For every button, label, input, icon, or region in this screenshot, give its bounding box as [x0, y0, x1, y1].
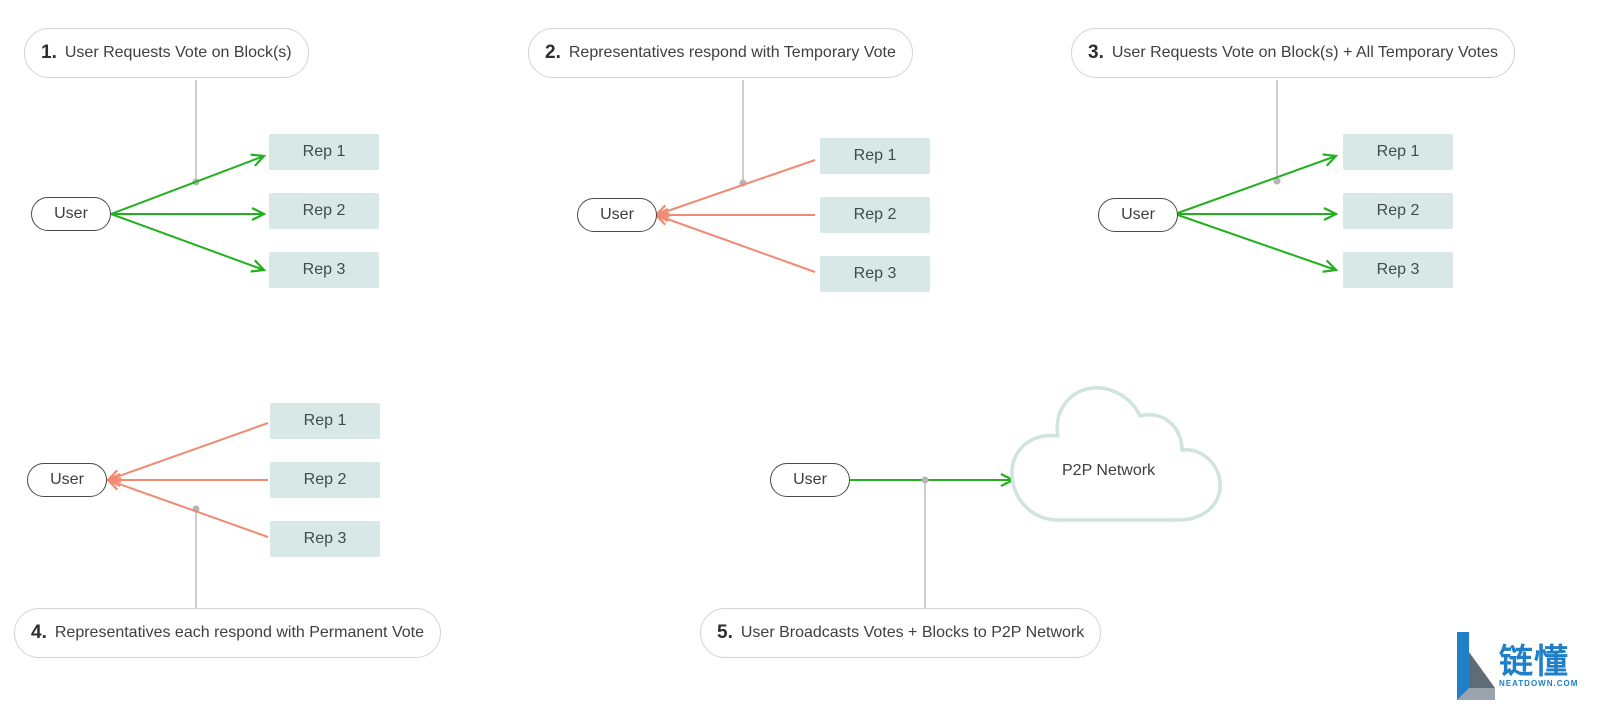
neatdown-logo: 链懂 NEATDOWN.COM: [1457, 632, 1597, 702]
step3-arrow-rep3: [1174, 213, 1339, 273]
step2-arrow-rep1: [653, 159, 816, 218]
step2-rep3: Rep 3: [820, 256, 930, 292]
step3-user-node: User: [1098, 198, 1178, 232]
step1-arrow-rep3: [110, 213, 267, 273]
logo-english-text: NEATDOWN.COM: [1499, 679, 1579, 688]
step-number: 1.: [41, 42, 57, 63]
step3-caption: 3. User Requests Vote on Block(s) + All …: [1071, 28, 1515, 78]
step2-caption: 2. Representatives respond with Temporar…: [528, 28, 913, 78]
step2-rep1: Rep 1: [820, 138, 930, 174]
step4-rep1: Rep 1: [270, 403, 380, 439]
step4-arrow-rep1: [105, 422, 269, 483]
step4-user-node: User: [27, 463, 107, 497]
step2-arrow-rep3: [653, 212, 816, 273]
p2p-network-label: P2P Network: [1062, 462, 1156, 479]
step1-user-node: User: [31, 197, 111, 231]
step-number: 3.: [1088, 42, 1104, 63]
step5-connector-dot: [921, 476, 929, 484]
step4-rep2: Rep 2: [270, 462, 380, 498]
step2-rep2: Rep 2: [820, 197, 930, 233]
step3-arrow-rep1: [1174, 153, 1339, 215]
step4-arrow-rep3: [105, 477, 269, 538]
step1-rep3: Rep 3: [269, 252, 379, 288]
step-text: Representatives each respond with Perman…: [54, 624, 424, 641]
logo-chinese-text: 链懂: [1499, 642, 1569, 682]
step3-connector-dot: [1273, 177, 1281, 185]
step4-caption: 4. Representatives each respond with Per…: [14, 608, 441, 658]
step1-caption: 1. User Requests Vote on Block(s): [24, 28, 309, 78]
p2p-cloud-shape: [1010, 386, 1222, 522]
step2-user-node: User: [577, 198, 657, 232]
step3-rep2: Rep 2: [1343, 193, 1453, 229]
step-text: User Requests Vote on Block(s) + All Tem…: [1111, 44, 1498, 61]
step4-rep3: Rep 3: [270, 521, 380, 557]
step1-arrow-rep1: [110, 153, 267, 215]
step-number: 5.: [717, 622, 733, 643]
step3-rep1: Rep 1: [1343, 134, 1453, 170]
step1-rep2: Rep 2: [269, 193, 379, 229]
step-text: User Broadcasts Votes + Blocks to P2P Ne…: [740, 624, 1085, 641]
step1-rep1: Rep 1: [269, 134, 379, 170]
step-number: 4.: [31, 622, 47, 643]
step3-rep3: Rep 3: [1343, 252, 1453, 288]
step5-user-node: User: [770, 463, 850, 497]
step5-caption: 5. User Broadcasts Votes + Blocks to P2P…: [700, 608, 1102, 658]
step-number: 2.: [545, 42, 561, 63]
step-text: User Requests Vote on Block(s): [64, 44, 292, 61]
step-text: Representatives respond with Temporary V…: [568, 44, 896, 61]
logo-mark-icon: [1457, 632, 1495, 700]
